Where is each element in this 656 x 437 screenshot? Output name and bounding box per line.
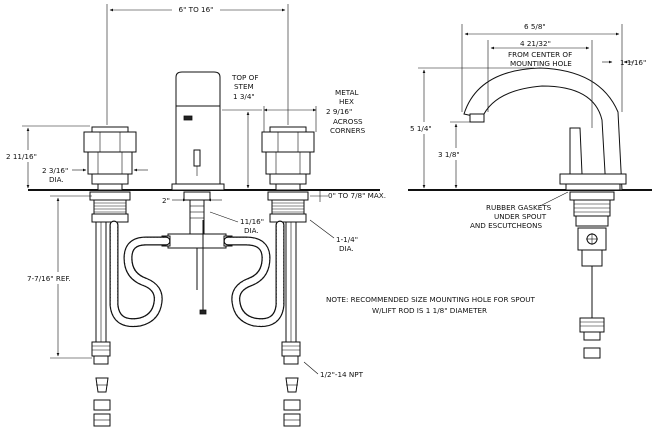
left-valve-body: [89, 191, 131, 427]
body-dia-unit: DIA.: [339, 244, 354, 253]
handle-dia-value: 2 3/16": [42, 166, 68, 175]
deck-2-label: 2": [162, 196, 170, 205]
right-supply-hose: [223, 220, 285, 328]
spout-outlet-height-label: 3 1/8": [438, 150, 460, 159]
body-dia-value: 1-1/4": [336, 235, 358, 244]
ref-length-label: 7-7/16" REF.: [27, 274, 71, 283]
spread-label: 6" TO 16": [179, 5, 214, 14]
center-spout: [171, 71, 225, 191]
side-shank: [569, 191, 615, 359]
right-valve-body: [267, 191, 309, 427]
spout-reach-center-label: 4 21/32": [520, 39, 551, 48]
front-view: 6" TO 16": [4, 3, 536, 427]
gasket-note-1: RUBBER GASKETS: [486, 203, 552, 212]
note-line-2: W/LIFT ROD IS 1 1/8" DIAMETER: [372, 306, 487, 315]
spout-shank: [161, 191, 233, 315]
spout-height-label: 5 1/4": [410, 124, 432, 133]
stem-label-value: 1 3/4": [233, 92, 255, 101]
right-handle: [261, 126, 315, 191]
hex-label-1: METAL: [335, 88, 359, 97]
side-view: 6 5/8" 4 21/32" FROM CENTER OF MOUNTING …: [408, 21, 652, 359]
spout-reach-from-2: MOUNTING HOLE: [510, 59, 572, 68]
hex-label-5: CORNERS: [330, 126, 366, 135]
spout-offset-label: 1 1/16": [620, 58, 646, 67]
left-handle: [83, 126, 137, 191]
spout-reach-total-label: 6 5/8": [524, 22, 546, 31]
hex-label-value: 2 9/16": [326, 107, 352, 116]
shank-dia-unit: DIA.: [244, 226, 259, 235]
stem-label-2: STEM: [234, 82, 254, 91]
spout-reach-from-1: FROM CENTER OF: [508, 50, 572, 59]
left-supply-hose: [109, 220, 171, 328]
npt-label: 1/2"-14 NPT: [320, 370, 364, 379]
stem-label-1: TOP OF: [231, 73, 258, 82]
gasket-note-2: UNDER SPOUT: [494, 212, 547, 221]
gasket-note-3: AND ESCUTCHEONS: [470, 221, 542, 230]
deck-range-label: 0" TO 7/8" MAX.: [328, 191, 386, 200]
hex-label-2: HEX: [339, 97, 354, 106]
handle-height-label: 2 11/16": [6, 152, 37, 161]
hex-label-4: ACROSS: [333, 117, 363, 126]
note-line-1: NOTE: RECOMMENDED SIZE MOUNTING HOLE FOR…: [326, 295, 536, 304]
shank-dia-value: 11/16": [240, 217, 264, 226]
handle-dia-unit: DIA.: [49, 175, 64, 184]
